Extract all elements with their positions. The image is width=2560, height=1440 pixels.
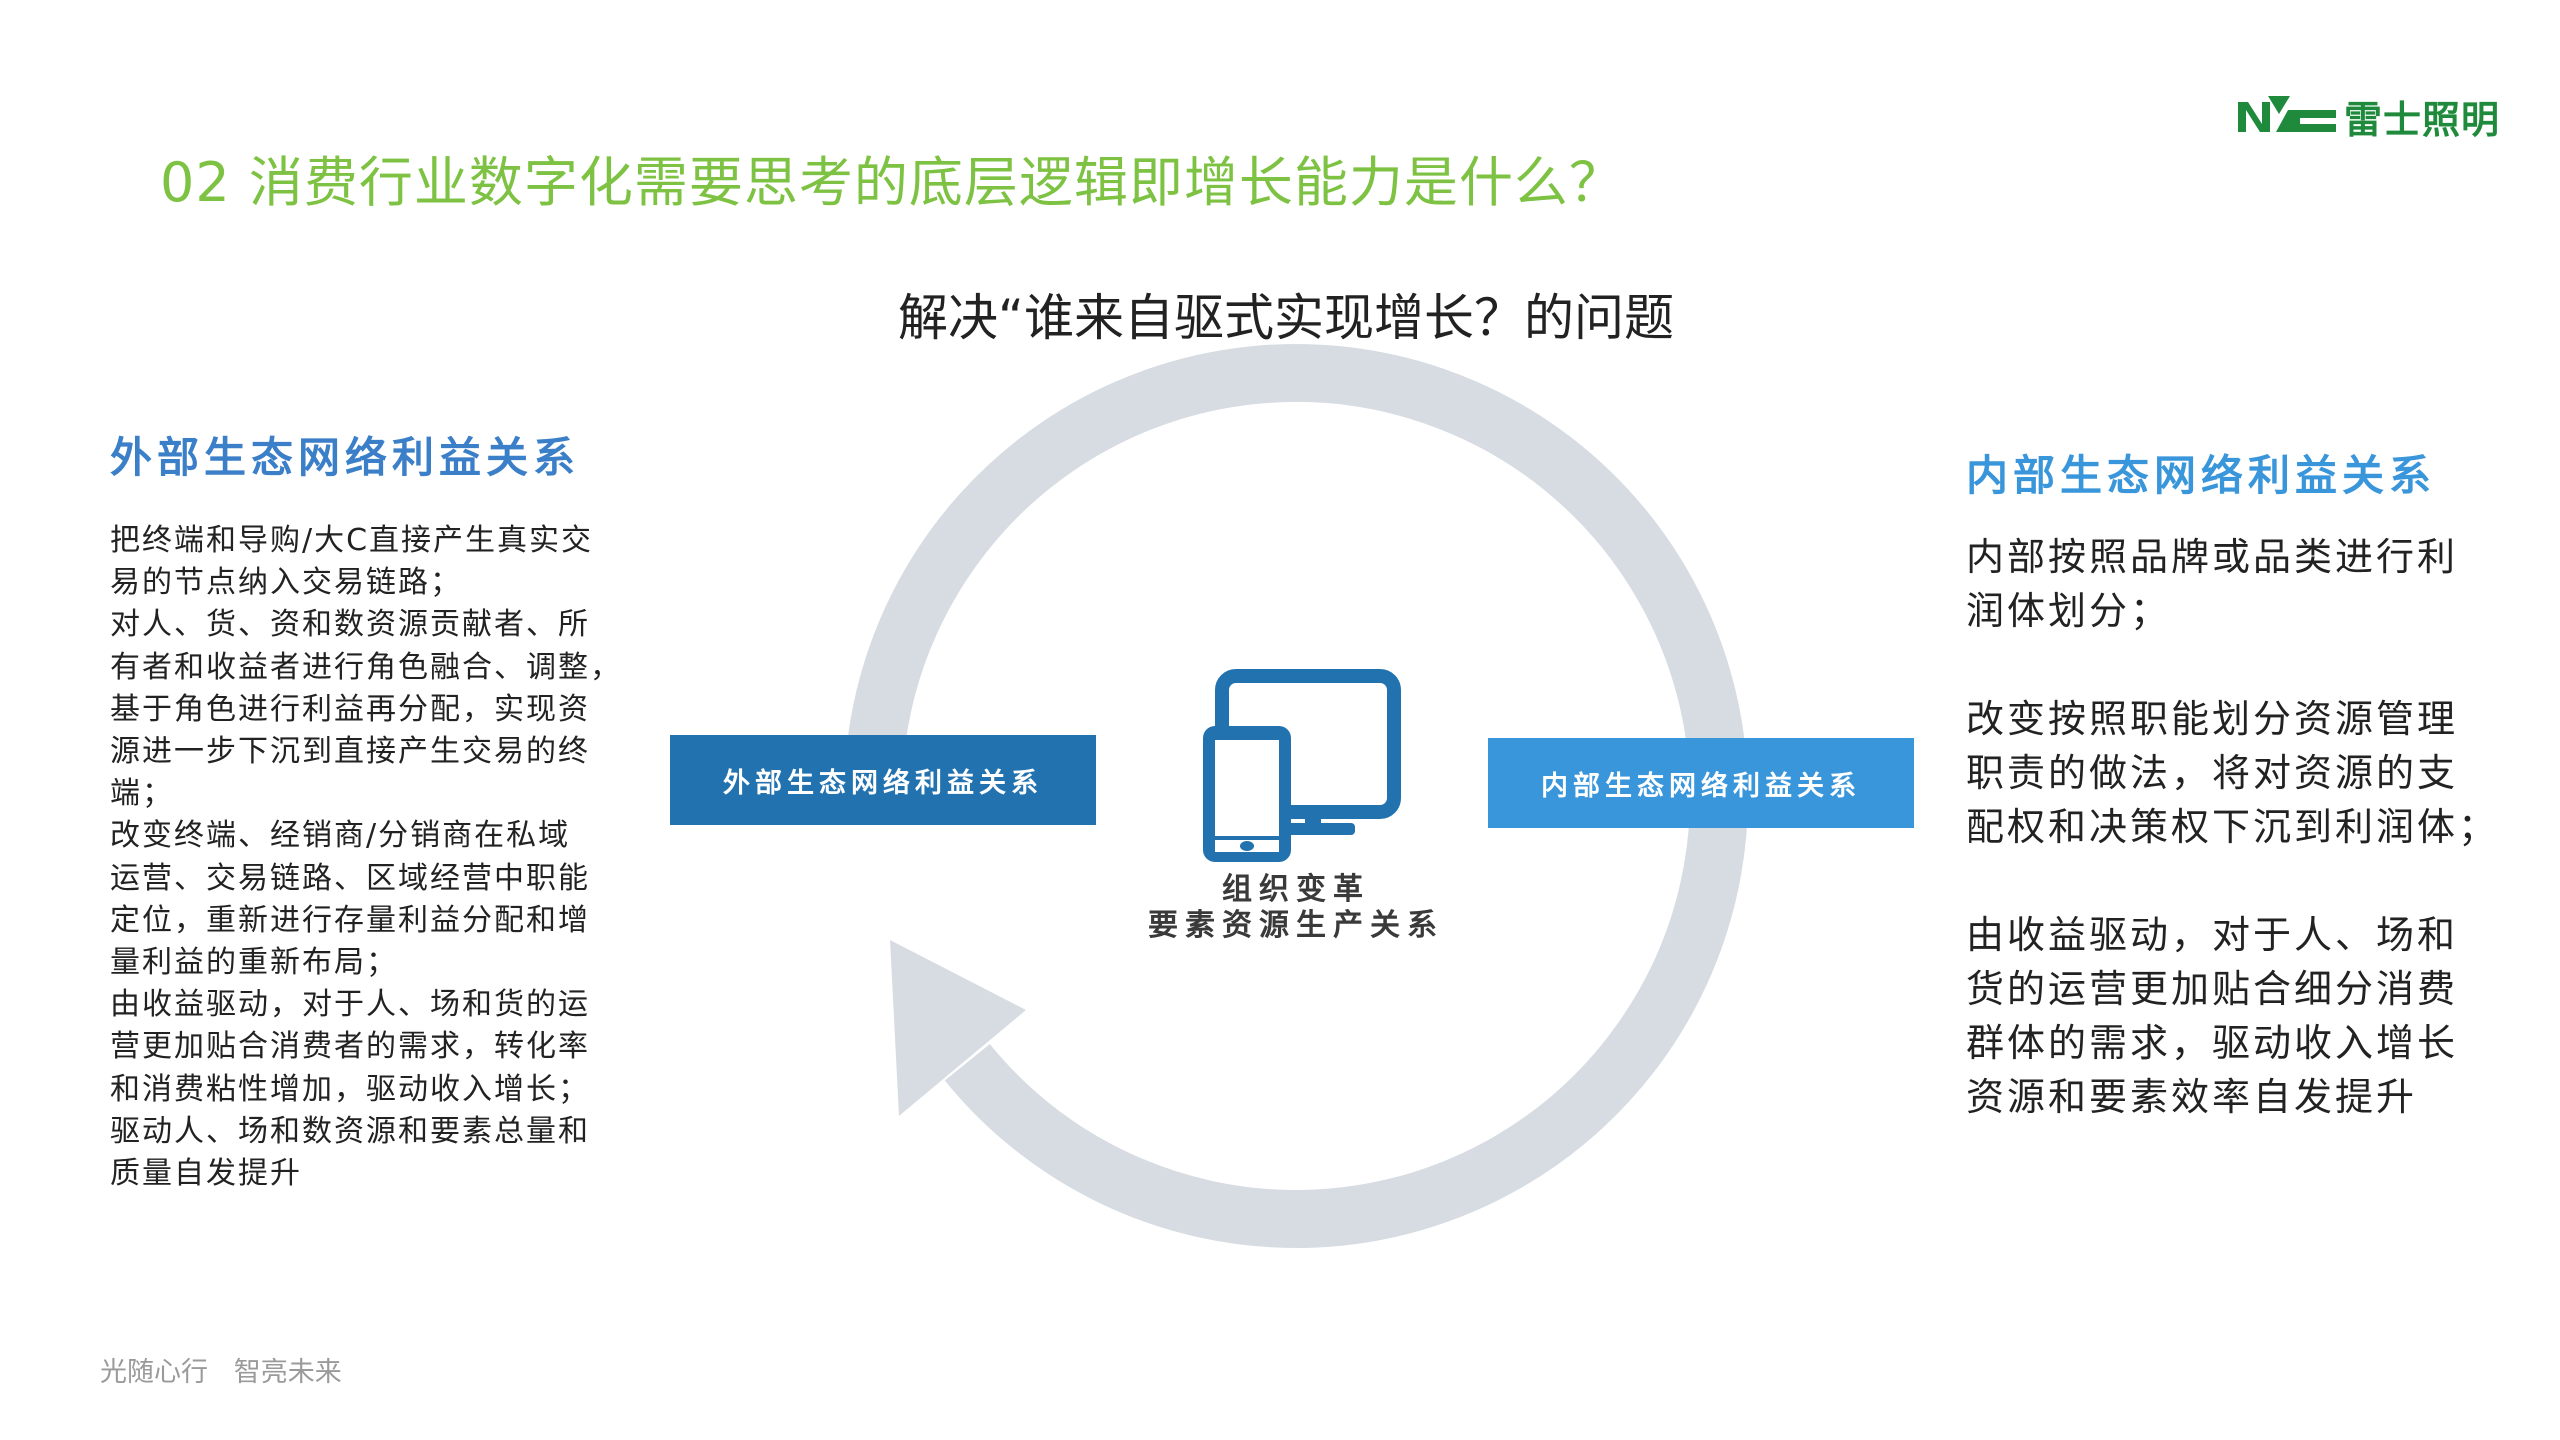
left-body-line: 运营、交易链路、区域经营中职能: [110, 860, 590, 896]
left-body-line: 由收益驱动，对于人、场和货的运: [110, 987, 590, 1023]
cycle-arrowhead-icon: [890, 940, 1026, 1116]
right-body-paragraph: 改变按照职能划分资源管理职责的做法，将对资源的支配权和决策权下沉到利润体；: [1966, 692, 2499, 854]
external-ecosystem-box: 外部生态网络利益关系: [670, 735, 1096, 825]
right-body-line: 内部按照品牌或品类进行利: [1966, 535, 2459, 579]
slide-title: 02 消费行业数字化需要思考的底层逻辑即增长能力是什么？: [160, 151, 1624, 214]
right-body-line: 由收益驱动，对于人、场和: [1966, 913, 2459, 957]
right-body-line: 货的运营更加贴合细分消费: [1966, 967, 2459, 1011]
right-body-paragraph: 由收益驱动，对于人、场和货的运营更加贴合细分消费群体的需求，驱动收入增长资源和要…: [1966, 908, 2499, 1124]
left-panel-body: 把终端和导购/大C直接产生真实交易的节点纳入交易链路； 对人、货、资和数资源贡献者…: [110, 520, 622, 1195]
left-body-line: 端；: [110, 776, 174, 812]
cycle-arc: [844, 344, 1748, 1248]
left-body-line: 改变终端、经销商/分销商在私域: [110, 818, 571, 854]
right-body-line: 资源和要素效率自发提升: [1966, 1075, 2418, 1119]
left-body-line: 有者和收益者进行角色融合、调整，: [110, 649, 622, 685]
right-panel-body: 内部按照品牌或品类进行利润体划分； 改变按照职能划分资源管理职责的做法，将对资源的…: [1966, 530, 2499, 1178]
internal-ecosystem-box: 内部生态网络利益关系: [1488, 738, 1914, 828]
left-body-line: 营更加贴合消费者的需求，转化率: [110, 1029, 590, 1065]
slogan-footer: 光随心行 智亮未来: [100, 1357, 342, 1388]
right-body-line: 配权和决策权下沉到利润体；: [1966, 805, 2500, 849]
left-body-line: 定位，重新进行存量利益分配和增: [110, 902, 590, 938]
right-body-line: 群体的需求，驱动收入增长: [1966, 1021, 2459, 1065]
right-body-line: 职责的做法，将对资源的支: [1966, 751, 2459, 795]
left-body-line: 易的节点纳入交易链路；: [110, 565, 462, 601]
right-body-line: 改变按照职能划分资源管理: [1966, 697, 2459, 741]
center-label: 组织变革 要素资源生产关系: [1096, 872, 1496, 944]
logo-text: 雷士照明: [2344, 97, 2501, 142]
left-body-line: 基于角色进行利益再分配，实现资: [110, 691, 590, 727]
left-body-line: 和消费粘性增加，驱动收入增长；: [110, 1071, 590, 1107]
center-label-line1: 组织变革: [1222, 872, 1370, 907]
left-panel-heading: 外部生态网络利益关系: [110, 433, 581, 482]
right-body-paragraph: 内部按照品牌或品类进行利润体划分；: [1966, 530, 2499, 638]
slide-subtitle: 解决“谁来自驱式实现增长？的问题: [898, 289, 1674, 347]
right-panel-heading: 内部生态网络利益关系: [1966, 451, 2437, 500]
nvc-logo-mark-icon: [2238, 96, 2336, 132]
left-body-line: 把终端和导购/大C直接产生真实交: [110, 523, 594, 558]
right-body-line: 润体划分；: [1966, 589, 2172, 633]
nvc-logo: 雷士照明: [2238, 92, 2500, 142]
center-label-line2: 要素资源生产关系: [1148, 908, 1444, 943]
left-body-line: 对人、货、资和数资源贡献者、所: [110, 607, 590, 643]
left-body-line: 源进一步下沉到直接产生交易的终: [110, 734, 590, 770]
left-body-line: 驱动人、场和数资源和要素总量和: [110, 1113, 590, 1149]
left-body-line: 量利益的重新布局；: [110, 945, 398, 981]
devices-icon: [1203, 669, 1401, 862]
left-body-line: 质量自发提升: [110, 1156, 302, 1192]
